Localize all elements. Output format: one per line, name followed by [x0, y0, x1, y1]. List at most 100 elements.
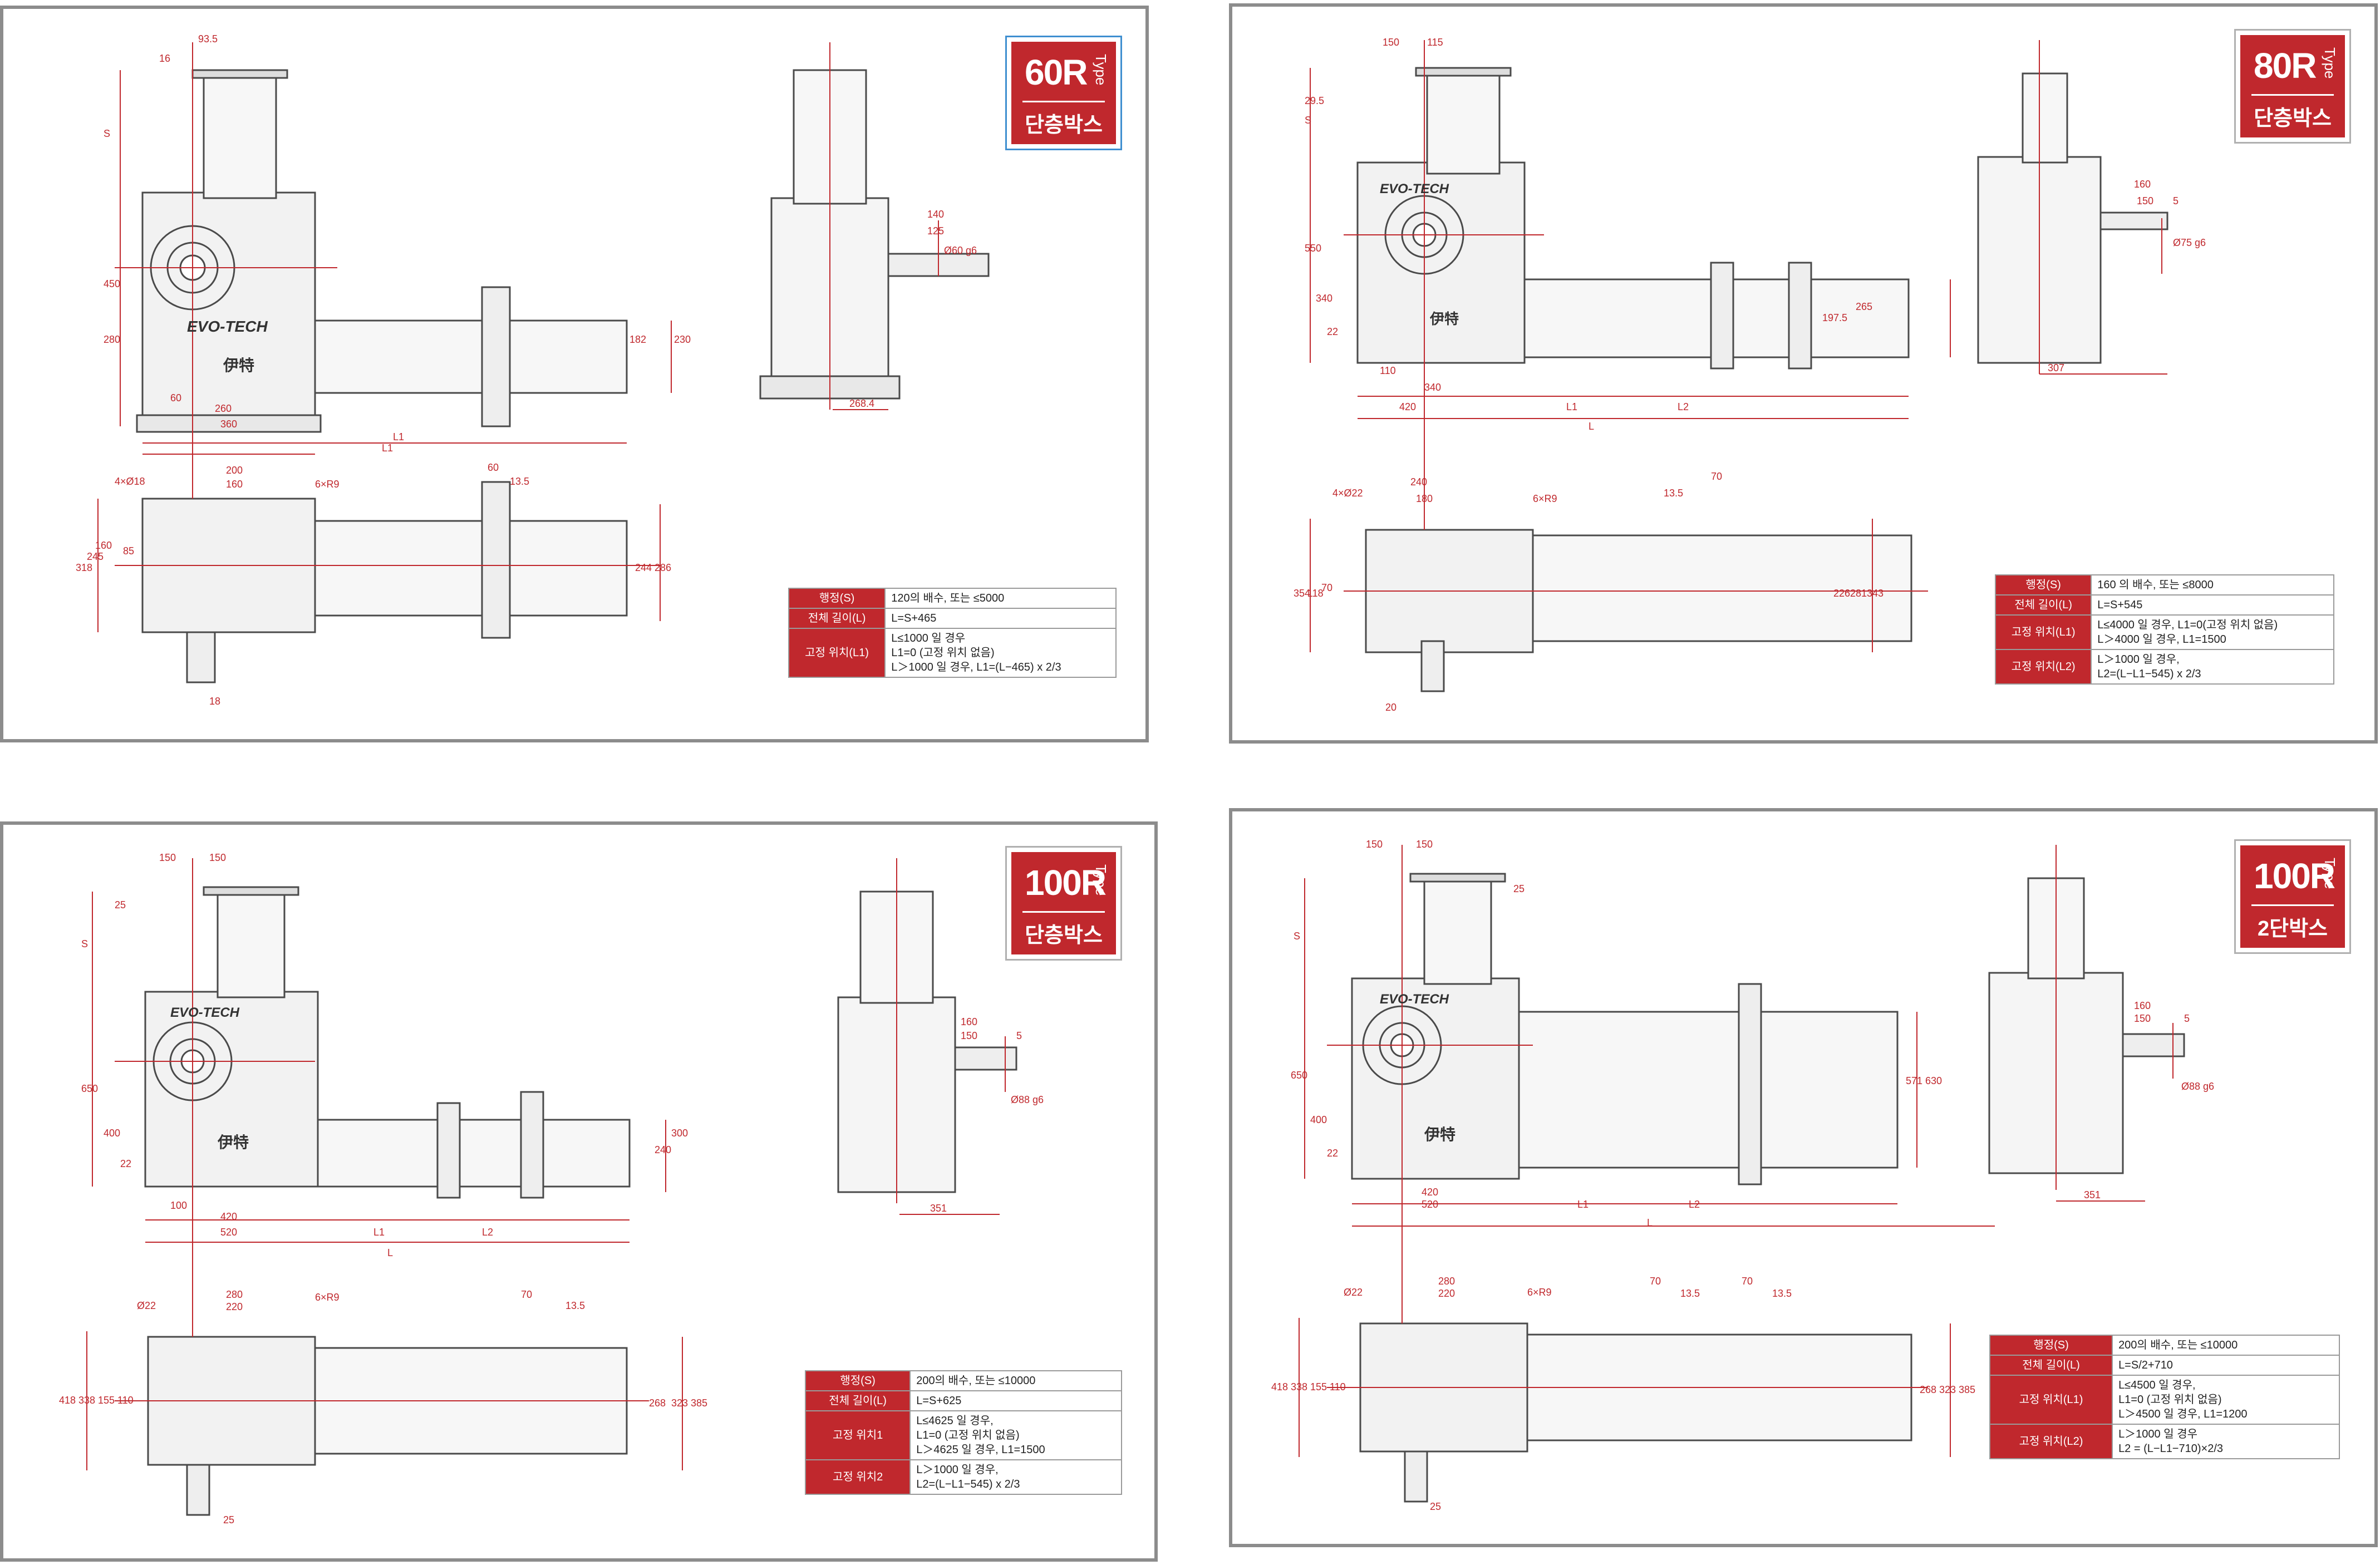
dim-label: S: [1305, 115, 1311, 126]
technical-drawing-100r-double: 150 150 25 S 650 400 22 420 520 L1 L2 L …: [1271, 839, 2214, 1512]
dim-label: 268.4: [849, 398, 874, 409]
type-label: Type: [1093, 864, 1109, 896]
spec-value: L≤4500 일 경우, L1=0 (고정 위치 없음) L＞4500 일 경우…: [2112, 1375, 2340, 1425]
dim-label: 400: [1310, 1114, 1327, 1125]
dim-label: 160: [226, 479, 243, 490]
dim-label: 6×R9: [315, 1292, 340, 1303]
spec-value: 120의 배수, 또는 ≤5000: [884, 588, 1117, 609]
dim-label: 6×R9: [1527, 1287, 1552, 1298]
dim-label: 520: [220, 1227, 237, 1238]
dim-label: 5: [1016, 1030, 1022, 1041]
dim-label: 197.5: [1822, 312, 1847, 323]
technical-drawing-80r: 150 115 29.5 S 550 340 22 110 340 420 L1…: [1294, 37, 2206, 713]
dim-label: 450: [104, 278, 120, 289]
type-badge: 80R Type 단층박스: [2234, 29, 2351, 144]
dim-label: L1: [393, 431, 404, 442]
dim-label: 70: [1711, 471, 1722, 482]
dim-label: Ø88 g6: [2181, 1081, 2214, 1092]
spec-value: 200의 배수, 또는 ≤10000: [2112, 1335, 2340, 1356]
spec-key: 전체 길이(L): [804, 1390, 911, 1411]
dim-label: 70: [1650, 1276, 1661, 1287]
dim-label: 60: [488, 462, 499, 473]
dim-label: 420: [1422, 1187, 1438, 1198]
box-kind-label: 2단박스: [2257, 917, 2328, 941]
type-badge: 100R Type 2단박스: [2234, 839, 2351, 954]
spec-table: 행정(S) 200의 배수, 또는 ≤10000 전체 길이(L) L=S/2+…: [1989, 1335, 2340, 1459]
dim-label: 338: [78, 1395, 95, 1406]
dim-label: 93.5: [198, 33, 218, 45]
dim-label: 280: [226, 1289, 243, 1300]
dim-label: 160: [961, 1016, 977, 1027]
dim-label: L: [1589, 421, 1594, 432]
spec-value: L≤4000 일 경우, L1=0(고정 위치 없음) L＞4000 일 경우,…: [2091, 614, 2334, 650]
dim-label: 571: [1906, 1075, 1922, 1086]
dim-label: 160: [2134, 179, 2151, 190]
dim-label: Ø75 g6: [2173, 237, 2206, 248]
spec-row: 고정 위치1 L≤4625 일 경우, L1=0 (고정 위치 없음) L＞46…: [804, 1410, 1122, 1460]
spec-key: 행정(S): [788, 588, 886, 609]
dim-label: 70: [521, 1289, 532, 1300]
dim-label: 155: [98, 1395, 115, 1406]
dim-label: 220: [1438, 1288, 1455, 1299]
spec-key: 고정 위치(L1): [788, 628, 886, 678]
box-kind-label: 단층박스: [1025, 114, 1103, 137]
spec-row: 고정 위치(L1) L≤4500 일 경우, L1=0 (고정 위치 없음) L…: [1989, 1375, 2340, 1425]
dim-label: 240: [655, 1144, 671, 1155]
dim-label: 268: [1920, 1384, 1936, 1395]
dim-label: 280: [104, 334, 120, 345]
dim-label: L1: [1577, 1199, 1589, 1210]
dim-label: L1: [382, 442, 393, 454]
spec-row: 고정 위치(L2) L＞1000 일 경우, L2=(L−L1−545) x 2…: [1994, 649, 2334, 685]
dim-label: 150: [1366, 839, 1383, 850]
dim-label: 323: [1939, 1384, 1956, 1395]
dim-label: 20: [1385, 702, 1396, 713]
spec-key: 행정(S): [1989, 1335, 2113, 1356]
dim-label: 110: [117, 1395, 134, 1406]
dim-label: 343: [1867, 588, 1884, 599]
dim-label: L2: [482, 1227, 493, 1238]
badge-divider: [1022, 101, 1105, 102]
dim-label: 60: [170, 392, 181, 403]
dim-label: 150: [961, 1030, 977, 1041]
dim-label: 307: [2048, 362, 2064, 373]
dim-label: 260: [215, 403, 232, 414]
dim-label: 351: [930, 1203, 947, 1214]
spec-row: 고정 위치(L1) L≤4000 일 경우, L1=0(고정 위치 없음) L＞…: [1994, 614, 2334, 650]
dim-label: 22: [120, 1158, 131, 1169]
dim-label: 318: [76, 562, 92, 573]
logo-text: 伊特: [1429, 311, 1459, 327]
dim-label: L1: [1566, 401, 1577, 412]
dim-label: 22: [1327, 326, 1338, 337]
dim-label: 6×R9: [1533, 493, 1557, 504]
model-label: 100R: [2254, 856, 2335, 896]
drawing-sheet-100r-single: 150 150 25 S 650 400 22 100 420 520 L1 L…: [0, 821, 1158, 1562]
spec-value: L=S+545: [2091, 594, 2334, 616]
dim-label: 420: [1399, 401, 1416, 412]
dim-label: 18: [209, 696, 220, 707]
dim-label: 182: [630, 334, 646, 345]
dim-label: 13.5: [566, 1300, 585, 1311]
dim-label: 650: [81, 1083, 98, 1094]
spec-key: 행정(S): [804, 1370, 911, 1391]
dim-label: 230: [674, 334, 691, 345]
dim-label: Ø22: [137, 1300, 156, 1311]
dim-label: 385: [691, 1397, 707, 1409]
spec-row: 전체 길이(L) L=S/2+710: [1989, 1355, 2340, 1376]
spec-table: 행정(S) 200의 배수, 또는 ≤10000 전체 길이(L) L=S+62…: [804, 1370, 1122, 1495]
type-label: Type: [1093, 54, 1109, 86]
dim-label: 13.5: [1772, 1288, 1792, 1299]
dim-label: L: [387, 1247, 393, 1258]
spec-value: L=S+625: [909, 1390, 1122, 1411]
dim-label: 70: [1321, 582, 1332, 593]
dim-label: 360: [220, 419, 237, 430]
spec-row: 행정(S) 200의 배수, 또는 ≤10000: [804, 1370, 1122, 1391]
dim-label: 220: [226, 1301, 243, 1312]
dim-label: 245: [87, 551, 104, 562]
dim-label: 150: [2137, 195, 2153, 206]
drawing-sheet-60r: 93.5 16 S 450 280 60 260 360 L1 L1 182 2…: [0, 6, 1149, 742]
dim-label: Ø60 g6: [944, 245, 977, 256]
dim-label: 5: [2184, 1013, 2190, 1024]
technical-drawing-100r-single: 150 150 25 S 650 400 22 100 420 520 L1 L…: [59, 852, 1044, 1525]
drawing-sheet-80r: 150 115 29.5 S 550 340 22 110 340 420 L1…: [1229, 3, 2378, 744]
dim-label: 418: [59, 1395, 76, 1406]
